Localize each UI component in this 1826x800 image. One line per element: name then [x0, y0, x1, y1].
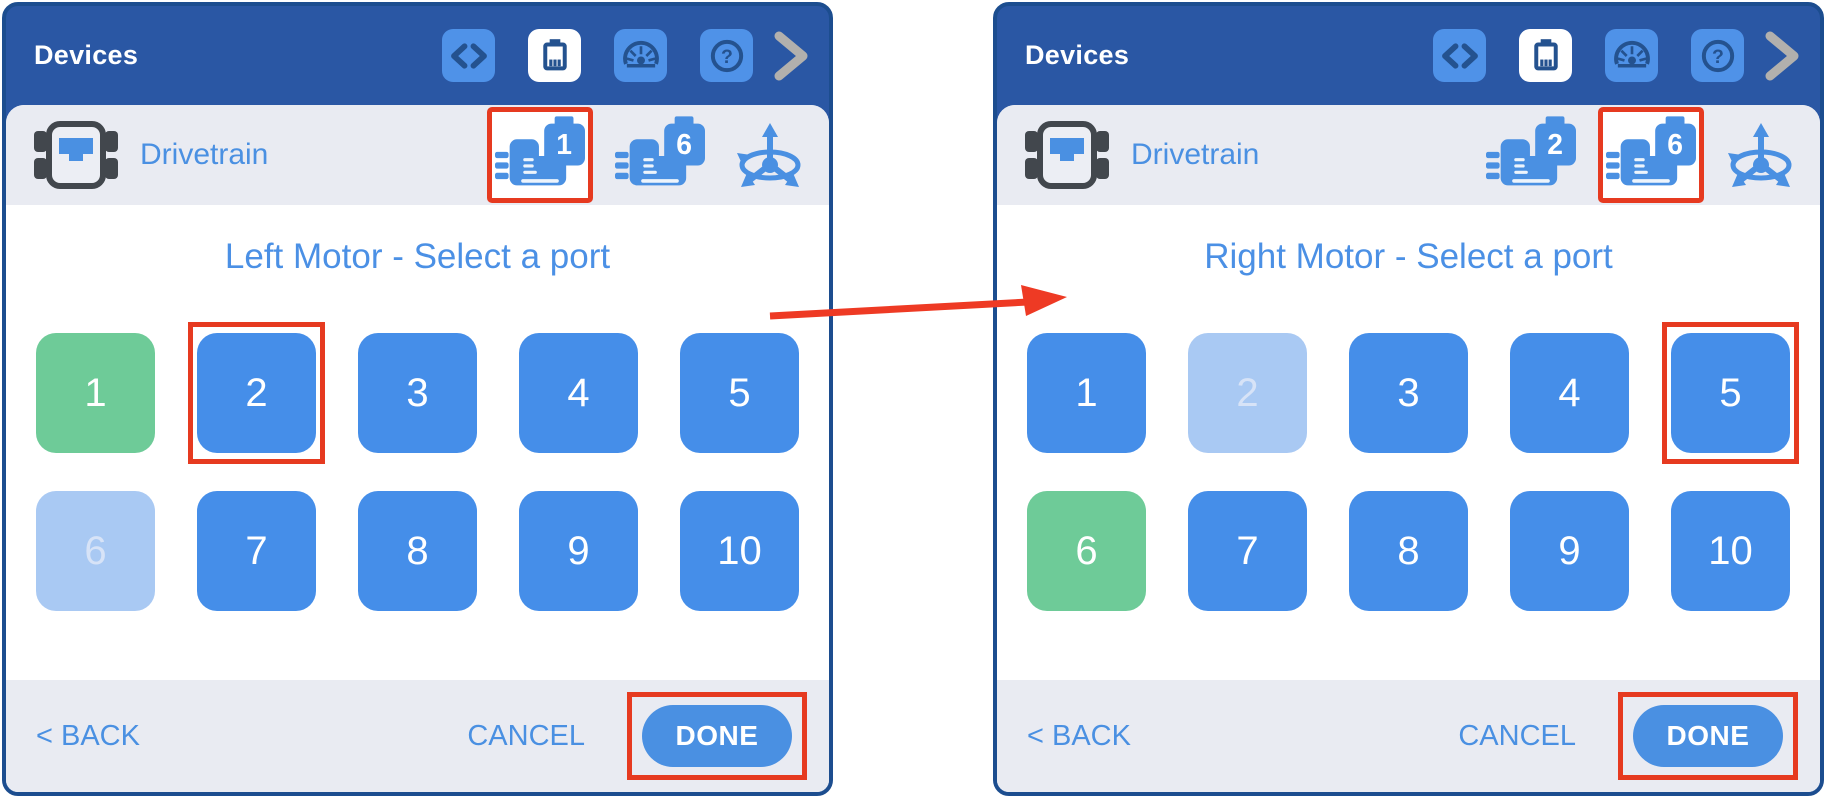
footer-bar: < BACK CANCEL DONE — [997, 680, 1820, 792]
port-button-5[interactable]: 5 — [1662, 322, 1799, 464]
port-grid: 1 2 3 4 5 6 7 8 9 10 — [1027, 322, 1799, 611]
svg-text:?: ? — [721, 46, 733, 68]
drivetrain-icon — [32, 119, 120, 191]
device-label: Drivetrain — [140, 138, 269, 171]
chevron-right-icon[interactable] — [1760, 28, 1806, 84]
device-config-panel-right: Devices ? Drivetrain 2 6 Right Motor - S… — [993, 2, 1824, 796]
port-select-title: Right Motor - Select a port — [1204, 237, 1613, 276]
port-button-2[interactable]: 2 — [1188, 333, 1307, 453]
right-motor-port-icon[interactable]: 6 — [607, 107, 713, 203]
port-button-6[interactable]: 6 — [36, 491, 155, 611]
dashboard-icon[interactable] — [614, 29, 667, 82]
port-button-8[interactable]: 8 — [358, 491, 477, 611]
svg-text:2: 2 — [1547, 128, 1563, 160]
footer-bar: < BACK CANCEL DONE — [6, 680, 829, 792]
done-button[interactable]: DONE — [642, 705, 792, 767]
port-button-2[interactable]: 2 — [188, 322, 325, 464]
gyro-icon[interactable] — [733, 122, 807, 188]
help-icon[interactable]: ? — [1691, 29, 1744, 82]
cancel-button[interactable]: CANCEL — [467, 719, 585, 752]
port-button-10[interactable]: 10 — [1671, 491, 1790, 611]
svg-text:?: ? — [1712, 46, 1724, 68]
port-button-10[interactable]: 10 — [680, 491, 799, 611]
port-button-3[interactable]: 3 — [358, 333, 477, 453]
page-title: Devices — [1025, 40, 1130, 70]
done-annotation-box: DONE — [627, 692, 807, 780]
config-card: Drivetrain 2 6 Right Motor - Select a po… — [997, 105, 1820, 792]
header-icons: ? — [1400, 28, 1806, 84]
svg-text:6: 6 — [676, 128, 692, 160]
device-bar: Drivetrain 1 6 — [6, 105, 829, 205]
drivetrain-icon — [1023, 119, 1111, 191]
left-motor-port-icon[interactable]: 2 — [1478, 107, 1584, 203]
port-button-9[interactable]: 9 — [519, 491, 638, 611]
done-button[interactable]: DONE — [1633, 705, 1783, 767]
left-motor-port-icon[interactable]: 1 — [487, 107, 593, 203]
svg-text:6: 6 — [1667, 128, 1683, 160]
port-button-1[interactable]: 1 — [36, 333, 155, 453]
port-button-1[interactable]: 1 — [1027, 333, 1146, 453]
port-button-9[interactable]: 9 — [1510, 491, 1629, 611]
config-card: Drivetrain 1 6 Left Motor - Select a por… — [6, 105, 829, 792]
gyro-icon[interactable] — [1724, 122, 1798, 188]
chevron-right-icon[interactable] — [769, 28, 815, 84]
device-label: Drivetrain — [1131, 138, 1260, 171]
right-motor-port-icon[interactable]: 6 — [1598, 107, 1704, 203]
port-button-5[interactable]: 5 — [680, 333, 799, 453]
header-bar: Devices ? — [997, 6, 1820, 105]
devices-icon[interactable] — [1519, 29, 1572, 82]
port-select-content: Right Motor - Select a port 1 2 3 4 5 6 … — [997, 205, 1820, 680]
page-title: Devices — [34, 40, 139, 70]
port-select-content: Left Motor - Select a port 1 2 3 4 5 6 7… — [6, 205, 829, 680]
svg-text:1: 1 — [556, 128, 572, 160]
port-button-4[interactable]: 4 — [519, 333, 638, 453]
port-button-4[interactable]: 4 — [1510, 333, 1629, 453]
help-icon[interactable]: ? — [700, 29, 753, 82]
code-icon[interactable] — [442, 29, 495, 82]
code-icon[interactable] — [1433, 29, 1486, 82]
back-button[interactable]: < BACK — [36, 719, 140, 752]
device-config-panel-left: Devices ? Drivetrain 1 6 Left Motor - Se… — [2, 2, 833, 796]
port-select-title: Left Motor - Select a port — [224, 237, 611, 276]
done-annotation-box: DONE — [1618, 692, 1798, 780]
port-button-3[interactable]: 3 — [1349, 333, 1468, 453]
port-button-8[interactable]: 8 — [1349, 491, 1468, 611]
port-grid: 1 2 3 4 5 6 7 8 9 10 — [36, 322, 799, 611]
device-bar: Drivetrain 2 6 — [997, 105, 1820, 205]
header-icons: ? — [409, 28, 815, 84]
port-button-7[interactable]: 7 — [1188, 491, 1307, 611]
cancel-button[interactable]: CANCEL — [1458, 719, 1576, 752]
port-button-6[interactable]: 6 — [1027, 491, 1146, 611]
dashboard-icon[interactable] — [1605, 29, 1658, 82]
port-button-7[interactable]: 7 — [197, 491, 316, 611]
devices-icon[interactable] — [528, 29, 581, 82]
header-bar: Devices ? — [6, 6, 829, 105]
back-button[interactable]: < BACK — [1027, 719, 1131, 752]
